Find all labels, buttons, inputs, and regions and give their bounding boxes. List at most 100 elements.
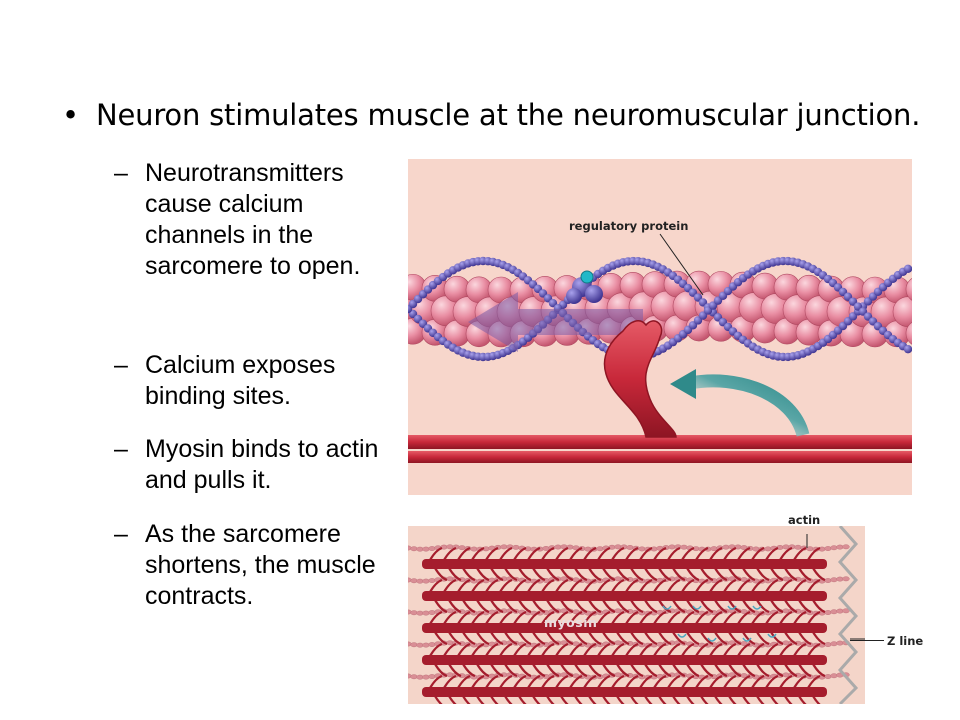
myosin-head [546,567,560,582]
myosin-head [574,599,588,614]
myosin-head [611,610,625,625]
myosin-head [770,663,784,678]
myosin-head [555,642,569,657]
z-line-zigzag [837,525,859,706]
myosin-head [798,663,812,678]
myosin-head [779,610,793,625]
myosin-head [490,663,504,678]
subpoint-text: Calcium exposes binding sites. [145,351,336,410]
myosin-head [714,567,728,582]
myosin-head [485,546,499,561]
myosin-head [490,631,504,646]
dash-marker: – [114,520,128,548]
myosin-head [779,546,793,561]
myosin-head [658,567,672,582]
myosin-head [807,578,821,593]
myosin-head [714,631,728,646]
myosin-head [541,546,555,561]
actin-bead [512,544,520,550]
myosin-head [588,567,602,582]
myosin-head [616,599,630,614]
myosin-head [700,599,714,614]
myosin-head [779,578,793,593]
actin-bead [836,608,844,614]
myosin-head [751,610,765,625]
myosin-head [784,599,798,614]
myosin-head [527,674,541,689]
dash-marker: – [114,435,128,463]
actin-bead [428,642,436,647]
myosin-head [625,546,639,561]
actin-bead [824,610,832,615]
myosin-head [513,610,527,625]
subpoint-1: – Neurotransmitters cause calcium channe… [114,158,404,282]
myosin-head [476,599,490,614]
myosin-head [457,642,471,657]
myosin-head [639,610,653,625]
actin-bead [410,578,418,584]
myosin-head [527,546,541,561]
myosin-head [653,674,667,689]
troponin-sphere [566,288,582,304]
myosin-head [583,610,597,625]
myosin-head [686,663,700,678]
myosin-head [793,674,807,689]
myosin-head [583,578,597,593]
myosin-head [457,578,471,593]
myosin-head [672,599,686,614]
myosin-head [765,546,779,561]
subpoint-3: – Myosin binds to actin and pulls it. [114,434,404,496]
myosin-head [611,674,625,689]
myosin-head [476,567,490,582]
actin-bead [614,608,622,614]
myosin-head [667,610,681,625]
myosin-head [611,578,625,593]
actin-bead [782,640,790,646]
myosin-head [723,674,737,689]
myosin-head [681,642,695,657]
myosin-head [448,663,462,678]
myosin-head [756,567,770,582]
myosin-head [574,663,588,678]
myosin-head [513,642,527,657]
myosin-head [779,674,793,689]
myosin-head [574,631,588,646]
myosin-head [443,546,457,561]
myosin-head [462,663,476,678]
regulatory-protein-leader [659,233,704,296]
myosin-head [728,663,742,678]
actin-bead [500,544,508,550]
myosin-head [574,567,588,582]
myosin-head [737,642,751,657]
myosin-head [603,320,677,438]
myosin-head [485,674,499,689]
myosin-head [658,663,672,678]
myosin-head [583,674,597,689]
myosin-head [513,674,527,689]
myosin-head [779,642,793,657]
actin-bead [428,610,436,615]
myosin-head [616,663,630,678]
myosin-head [555,610,569,625]
actin-bead [416,610,424,616]
myosin-head [807,674,821,689]
actin-bead [422,674,430,680]
myosin-head [471,578,485,593]
myosin-head [602,567,616,582]
myosin-head [793,610,807,625]
actin-bead [824,578,832,583]
myosin-head [639,546,653,561]
myosin-head [653,642,667,657]
myosin-head [462,567,476,582]
myosin-head [793,642,807,657]
heading-text: Neuron stimulates muscle at the neuromus… [96,98,921,132]
actin-bead [428,578,436,583]
dash-marker: – [114,351,128,379]
myosin-head [499,546,513,561]
myosin-head [751,642,765,657]
myosin-head [798,599,812,614]
myosin-head [457,610,471,625]
myosin-head [667,546,681,561]
actin-bead [422,546,430,552]
myosin-head [784,631,798,646]
